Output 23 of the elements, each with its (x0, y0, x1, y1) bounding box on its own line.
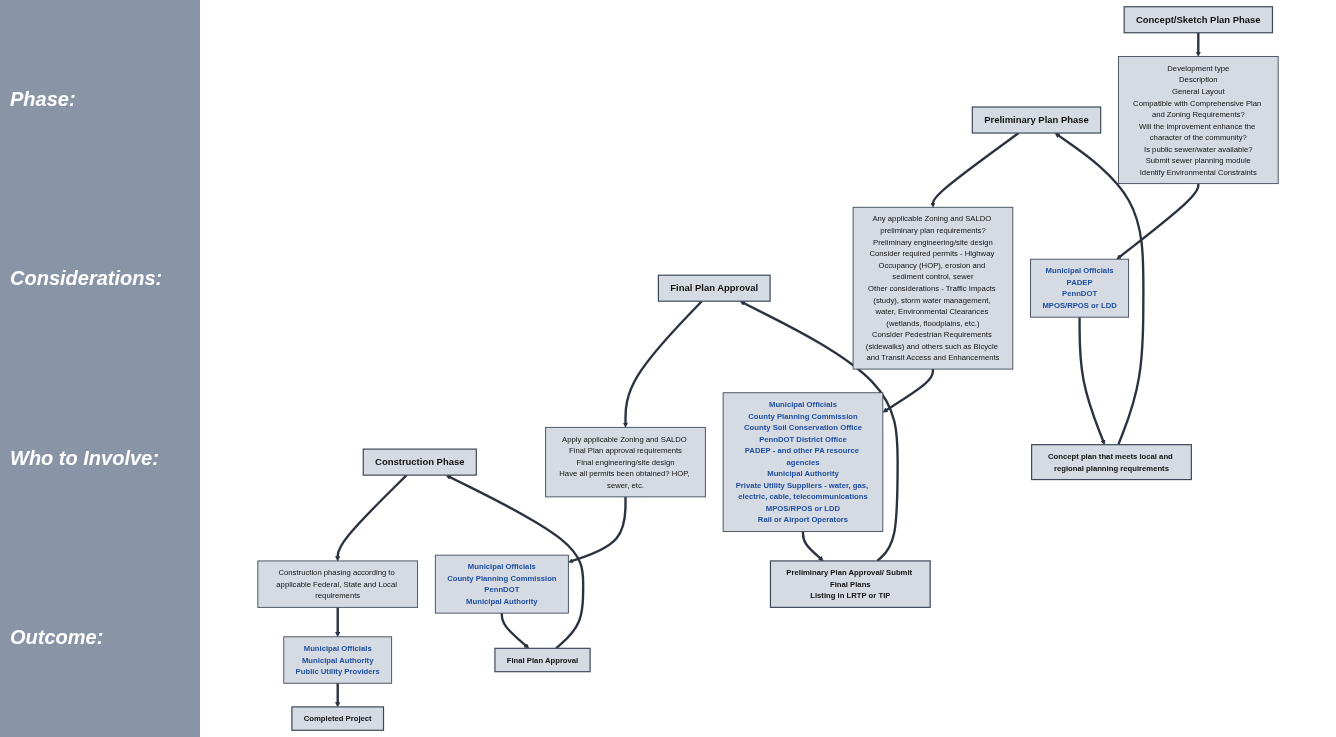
row-label: Outcome: (9, 624, 105, 650)
row-label: Considerations: (9, 266, 164, 292)
arrow (335, 474, 408, 562)
arrow (801, 531, 824, 562)
arrow (882, 369, 935, 413)
node-box: Preliminary Plan Phase (971, 106, 1102, 134)
row-label: Who to Involve: (9, 445, 160, 471)
arrow (739, 300, 899, 562)
arrow (1078, 317, 1106, 445)
arrow (1116, 183, 1200, 260)
node-box: Construction Phase (362, 448, 477, 476)
arrow (500, 613, 530, 649)
arrow (930, 132, 1020, 208)
arrow (568, 496, 627, 564)
node-box: Concept/Sketch Plan Phase (1123, 6, 1274, 34)
row-label: Phase: (9, 87, 77, 113)
arrow (1195, 32, 1201, 57)
arrow (335, 607, 341, 638)
arrow (445, 474, 585, 650)
arrow (1054, 132, 1145, 446)
arrow (335, 683, 341, 708)
node-box: Final Plan Approval (657, 274, 771, 302)
arrow (622, 300, 703, 428)
